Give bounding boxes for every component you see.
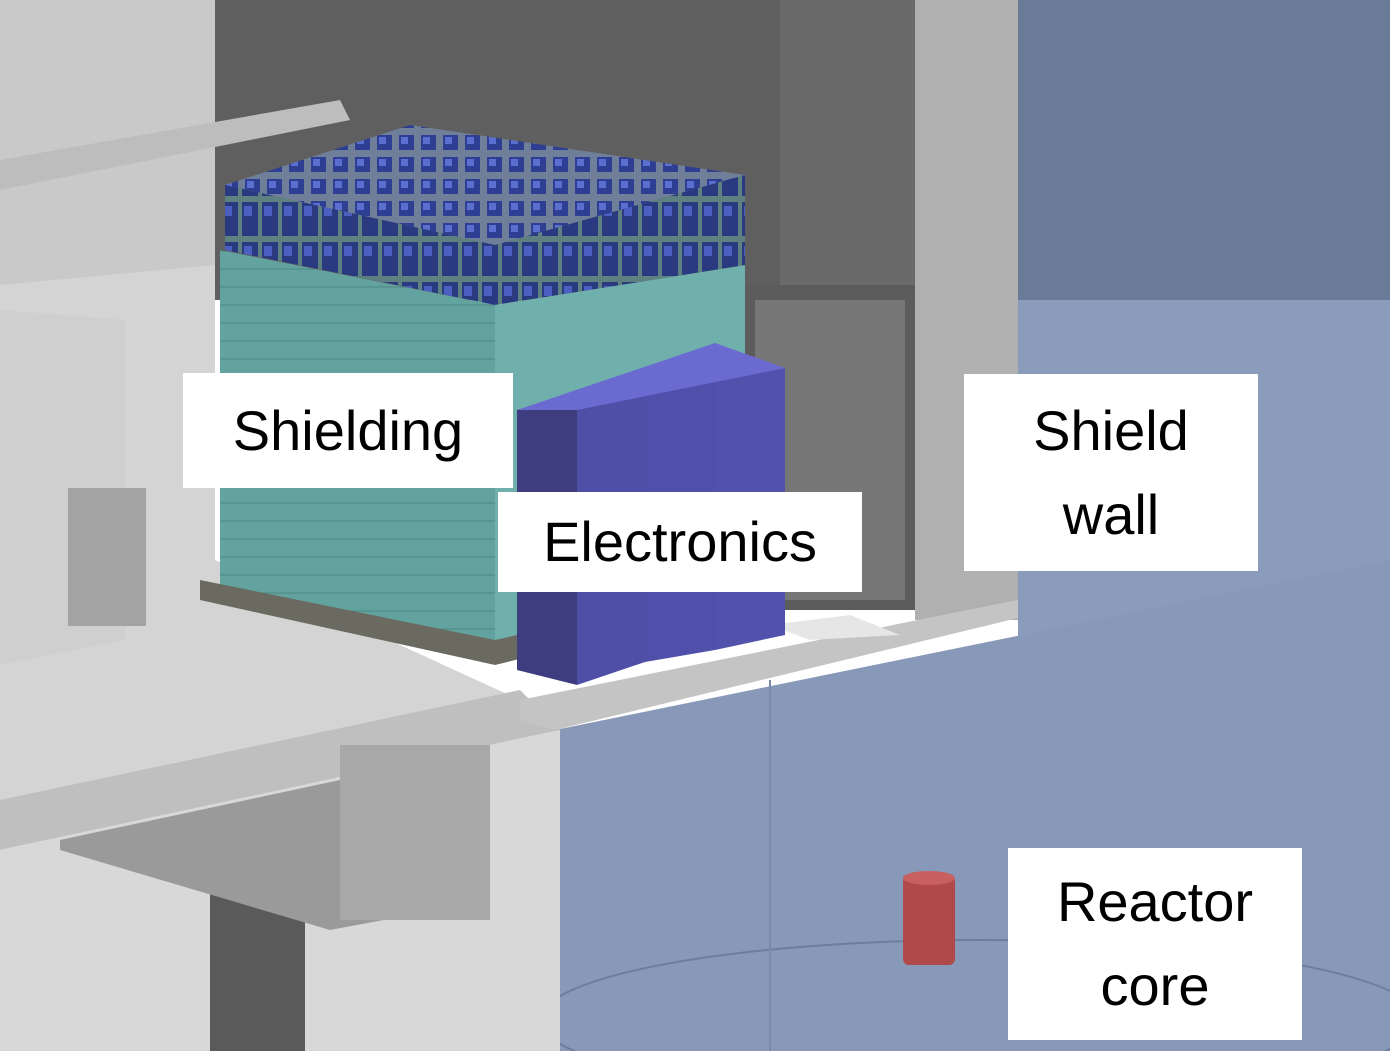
shielding-label-text: Shielding bbox=[232, 398, 464, 462]
shielding-label: Shielding bbox=[183, 373, 513, 488]
shield-wall-label-line1: Shield bbox=[1033, 398, 1189, 462]
pmt-front-array bbox=[225, 185, 495, 305]
reactor-core-top bbox=[903, 871, 955, 885]
floor-top bbox=[0, 265, 1018, 840]
electronics-label: Electronics bbox=[498, 492, 862, 592]
reactor-core bbox=[903, 875, 955, 965]
rack-top bbox=[517, 343, 785, 410]
right-shield-wall-side bbox=[780, 0, 915, 300]
shield-wall-label: Shield wall bbox=[964, 374, 1258, 571]
shield-wall-label-line2: wall bbox=[1062, 482, 1160, 546]
pmt-top-array bbox=[225, 125, 745, 245]
reactor-core-label: Reactor core bbox=[1008, 848, 1302, 1040]
cabinet-box bbox=[68, 488, 146, 626]
floor-slab bbox=[0, 265, 1018, 1051]
beam-box bbox=[340, 745, 490, 920]
reactor-core-label-line1: Reactor bbox=[1056, 870, 1254, 933]
reactor-core-label-line2: core bbox=[1100, 954, 1210, 1017]
pmt-side-array bbox=[495, 175, 745, 305]
electronics-label-text: Electronics bbox=[543, 510, 817, 573]
upper-ledge bbox=[0, 100, 350, 190]
left-cabinet bbox=[0, 310, 146, 665]
floor-front bbox=[0, 690, 560, 850]
tray-floor-plate bbox=[770, 615, 900, 640]
